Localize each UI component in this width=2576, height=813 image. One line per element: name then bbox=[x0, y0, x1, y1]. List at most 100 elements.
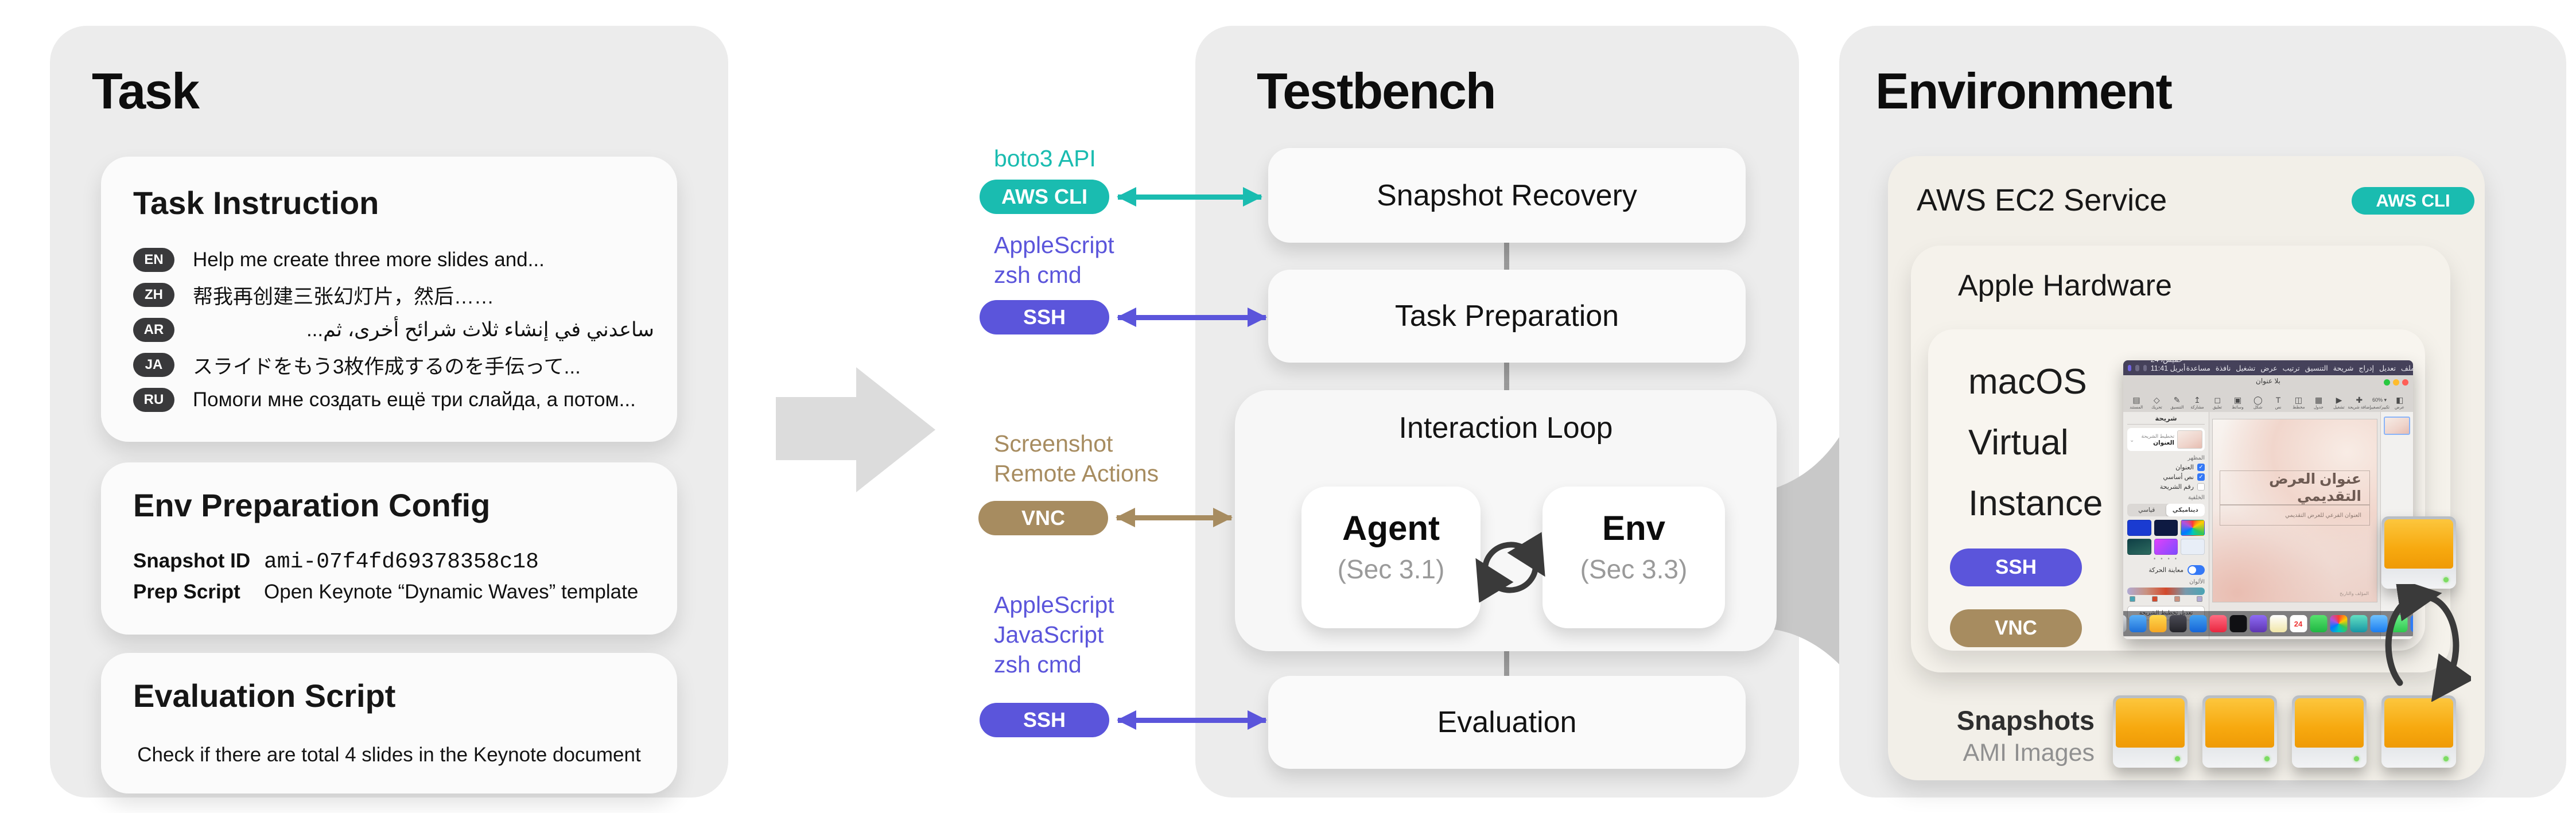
dock-icon bbox=[2129, 615, 2146, 632]
swatch-purple bbox=[2154, 539, 2178, 555]
instruction-text-zh: 帮我再创建三张幻灯片，然后…… bbox=[193, 285, 495, 308]
chevron-down-icon: ⌄ bbox=[2130, 437, 2135, 444]
interaction-loop-title: Interaction Loop bbox=[1398, 411, 1613, 445]
macos-screenshot: خميس، 24 أبريل 11:41 ص Keynote ملف تعديل… bbox=[2123, 360, 2413, 639]
gradient-handles bbox=[2127, 596, 2205, 602]
tb-share: مشاركة bbox=[2190, 404, 2204, 410]
tb-format: التنسيق bbox=[2170, 404, 2184, 410]
background-segmented-control: ديناميكي قياسي bbox=[2127, 504, 2205, 516]
swatch-page-dots: • • • • bbox=[2153, 556, 2179, 562]
gradient-handle bbox=[2130, 596, 2135, 602]
snapshot-recovery-box: Snapshot Recovery bbox=[1268, 148, 1746, 243]
dock-icon bbox=[2390, 615, 2407, 632]
env-ssh-pill: SSH bbox=[1950, 549, 2082, 586]
keynote-inspector: شريحة تخطيط الشريحة العنوان ⌄ المظهر ✓ ا… bbox=[2123, 412, 2209, 639]
close-light-icon bbox=[2402, 379, 2408, 386]
gradient-handle bbox=[2174, 596, 2180, 602]
slide-layout-row: تخطيط الشريحة العنوان ⌄ bbox=[2127, 428, 2205, 451]
menu-edit: تعديل bbox=[2379, 364, 2396, 372]
check-number-row: رقم الشريحة bbox=[2127, 483, 2205, 491]
instruction-row-ru: RU Помоги мне создать ещё три слайда, а … bbox=[133, 387, 654, 413]
check-title-row: ✓ العنوان bbox=[2127, 464, 2205, 471]
segment-dynamic: ديناميكي bbox=[2166, 504, 2205, 516]
apple-hardware-title: Apple Hardware bbox=[1958, 269, 2172, 302]
lang-badge-ar: AR bbox=[133, 318, 174, 342]
dock-icon bbox=[2229, 615, 2247, 632]
awscli-snapshot-arrow bbox=[1117, 187, 1262, 207]
evaluation-script-heading: Evaluation Script bbox=[133, 678, 396, 714]
control-center-icon bbox=[2143, 364, 2147, 371]
instruction-text-ru: Помоги мне создать ещё три слайда, а пот… bbox=[193, 388, 636, 411]
dock-icon bbox=[2149, 615, 2166, 632]
tb-media: وسائط bbox=[2232, 404, 2244, 410]
tb-zoom: تكبير/تصغير bbox=[2369, 404, 2389, 410]
motion-preview-label: معاينة الحركة bbox=[2148, 567, 2183, 574]
layout-value: العنوان bbox=[2153, 439, 2174, 446]
keynote-body: شريحة تخطيط الشريحة العنوان ⌄ المظهر ✓ ا… bbox=[2123, 412, 2413, 639]
swatch-blue bbox=[2127, 520, 2151, 536]
check-title-label: العنوان bbox=[2175, 464, 2194, 471]
menu-insert: إدراج bbox=[2359, 364, 2375, 372]
aws-cli-pill: AWS CLI bbox=[980, 180, 1109, 214]
tb-document: المستند bbox=[2130, 404, 2143, 410]
slide-subtitle: العنوان الفرعي للعرض التقديمي bbox=[2220, 505, 2370, 526]
slide-preview: عنوان العرض التقديمي العنوان الفرعي للعر… bbox=[2212, 419, 2377, 602]
evaluation-script-card: Evaluation Script Check if there are tot… bbox=[101, 653, 677, 793]
check-body-row: ✓ نص أساسي bbox=[2127, 473, 2205, 481]
window-title: بلا عنوان bbox=[2256, 377, 2280, 385]
snapshot-disk-icon bbox=[2202, 695, 2277, 768]
env-box: Env (Sec 3.3) bbox=[1543, 487, 1725, 628]
colors-gradient-bar bbox=[2127, 588, 2205, 595]
motion-preview-row: معاينة الحركة bbox=[2127, 565, 2205, 575]
swatch-light bbox=[2181, 539, 2205, 555]
dock-icon bbox=[2189, 615, 2206, 632]
swatch-rainbow bbox=[2181, 520, 2205, 536]
zsh-cmd-label-1: zsh cmd bbox=[994, 262, 1082, 288]
instruction-row-en: EN Help me create three more slides and.… bbox=[133, 247, 654, 273]
testbench-panel-title: Testbench bbox=[1257, 63, 1497, 119]
swatch-teal bbox=[2127, 539, 2151, 555]
agent-label: Agent bbox=[1342, 509, 1440, 547]
macos-line-3: Instance bbox=[1968, 484, 2103, 523]
env-prep-card: Env Preparation Config Snapshot ID ami-0… bbox=[101, 462, 677, 635]
dock-icon bbox=[2169, 615, 2186, 632]
snapshots-label: Snapshots bbox=[1956, 705, 2095, 736]
env-prep-heading: Env Preparation Config bbox=[133, 487, 491, 523]
agent-box: Agent (Sec 3.1) bbox=[1301, 487, 1481, 628]
environment-panel-title: Environment bbox=[1875, 63, 2173, 119]
dock-icon bbox=[2370, 615, 2387, 632]
menu-format: التنسيق bbox=[2305, 364, 2328, 372]
ami-images-label: AMI Images bbox=[1963, 739, 2095, 767]
snapshot-id-value: ami-07f4fd69378358c18 bbox=[264, 550, 539, 574]
prep-script-label: Prep Script bbox=[133, 581, 240, 603]
slide-footer: المؤلف والتاريخ bbox=[2340, 591, 2369, 596]
colors-label: الألوان bbox=[2189, 579, 2205, 585]
dock-icon bbox=[2350, 615, 2367, 632]
tb-comment: تعليق bbox=[2213, 404, 2223, 410]
instruction-text-en: Help me create three more slides and... bbox=[193, 248, 545, 271]
tb-text: نص bbox=[2275, 404, 2282, 410]
tb-shape: شكل bbox=[2253, 404, 2263, 410]
instruction-row-ja: JA スライドをもう3枚作成するのを手伝って... bbox=[133, 352, 654, 378]
tb-zoom-value: 60% ▾ bbox=[2372, 397, 2387, 403]
checkbox-checked-icon: ✓ bbox=[2197, 464, 2205, 471]
ssh-taskprep-arrow bbox=[1117, 308, 1267, 327]
task-to-testbench-arrow-head bbox=[856, 367, 935, 492]
keynote-toolbar: بلا عنوان ▤المستند ◇تحريك ✎التنسيق ↥مشار… bbox=[2123, 375, 2413, 413]
ssh-pill-1: SSH bbox=[980, 300, 1109, 334]
javascript-label: JavaScript bbox=[994, 621, 1104, 648]
tb-table: جدول bbox=[2314, 404, 2324, 410]
task-instruction-card: Task Instruction EN Help me create three… bbox=[101, 157, 677, 442]
dock-calendar-icon: 24 bbox=[2290, 615, 2307, 632]
ssh-evaluation-arrow bbox=[1117, 710, 1267, 730]
instruction-row-ar: AR ساعدني في إنشاء ثلاث شرائح أخرى، ثم..… bbox=[133, 317, 654, 343]
snapshot-id-row: Snapshot ID ami-07f4fd69378358c18 bbox=[133, 550, 539, 574]
inspector-tab: شريحة bbox=[2127, 414, 2205, 425]
aws-ec2-title: AWS EC2 Service bbox=[1917, 183, 2167, 217]
applescript-label-2: AppleScript bbox=[994, 592, 1114, 618]
dock-icon bbox=[2249, 615, 2267, 632]
menu-slide: شريحة bbox=[2333, 364, 2354, 372]
vnc-interaction-arrow bbox=[1116, 508, 1233, 527]
snapshot-id-label: Snapshot ID bbox=[133, 550, 251, 572]
slide-title: عنوان العرض التقديمي bbox=[2220, 470, 2370, 505]
